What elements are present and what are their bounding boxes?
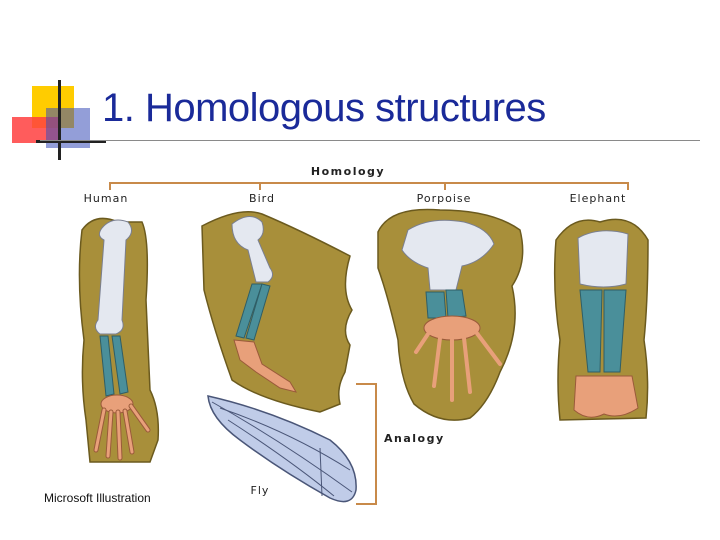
fly-label: Fly (251, 484, 270, 497)
limb-label-elephant: Elephant (570, 192, 627, 205)
illustration-credit: Microsoft Illustration (44, 491, 151, 505)
analogy-label: Analogy (384, 432, 445, 445)
slide-title: 1. Homologous structures (102, 86, 546, 130)
elephant-leg-illustration (553, 218, 649, 421)
limb-label-human: Human (84, 192, 129, 205)
limb-label-porpoise: Porpoise (417, 192, 472, 205)
analogy-bracket (356, 383, 377, 505)
human-arm-illustration (78, 217, 160, 463)
limb-label-bird: Bird (249, 192, 275, 205)
fly-wing-illustration (207, 395, 357, 503)
vertical-bar (58, 80, 61, 160)
homology-label: Homology (311, 165, 385, 178)
homology-bracket (109, 182, 629, 190)
title-underline (40, 140, 700, 141)
porpoise-flipper-illustration (377, 208, 524, 421)
horizontal-bar (36, 140, 106, 143)
bird-wing-illustration (201, 211, 353, 413)
